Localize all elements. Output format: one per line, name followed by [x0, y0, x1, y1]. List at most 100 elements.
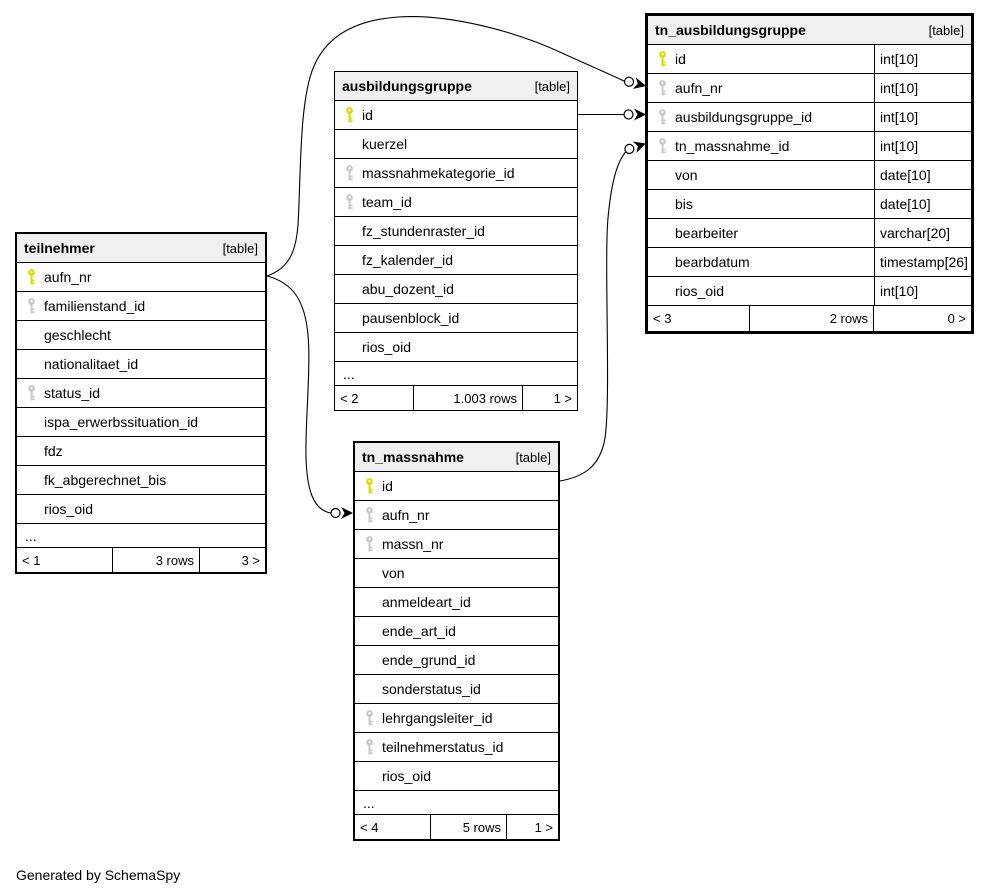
- column-name: rios_oid: [382, 768, 432, 784]
- column-name: bearbeiter: [675, 225, 739, 241]
- foreign-key-cell: [355, 709, 382, 727]
- foreign-key-icon: [366, 507, 373, 523]
- column-name: massn_nr: [382, 536, 444, 552]
- column-name: ispa_erwerbssituation_id: [44, 414, 199, 430]
- column-name: abu_dozent_id: [362, 281, 454, 297]
- table-title: ausbildungsgruppe: [342, 78, 472, 94]
- column-type: timestamp[26]: [874, 248, 971, 276]
- table-column-row: id: [335, 101, 577, 130]
- more-columns-ellipsis: ...: [335, 362, 577, 386]
- foreign-key-cell: [335, 193, 362, 211]
- table-column-row: ende_grund_id: [355, 646, 558, 675]
- column-type: date[10]: [874, 190, 971, 218]
- table-column-row: ispa_erwerbssituation_id: [17, 408, 265, 437]
- table-column-row: aufn_nr: [17, 263, 265, 292]
- table-type-badge: [table]: [928, 22, 964, 38]
- column-name: bearbdatum: [675, 254, 750, 270]
- foreign-key-cell: [355, 738, 382, 756]
- table-teilnehmer[interactable]: teilnehmer [table] aufn_nr familienstand_id…: [15, 232, 267, 574]
- footer-children-count: < 1: [17, 548, 113, 572]
- foreign-key-cell: [335, 164, 362, 182]
- table-column-row: bearbdatum timestamp[26]: [648, 248, 971, 277]
- column-name: fdz: [44, 443, 63, 459]
- table-header[interactable]: ausbildungsgruppe[table]: [335, 72, 577, 101]
- table-column-row: rios_oid: [355, 762, 558, 791]
- column-name: rios_oid: [362, 339, 412, 355]
- column-name: bis: [675, 196, 693, 212]
- table-title: tn_massnahme: [362, 449, 464, 465]
- table-column-row: fz_kalender_id: [335, 246, 577, 275]
- foreign-key-icon: [659, 138, 666, 154]
- column-name: lehrgangsleiter_id: [382, 710, 493, 726]
- primary-key-cell: [355, 477, 382, 495]
- footer-row-count: 5 rows: [431, 815, 507, 839]
- primary-key-cell: [648, 50, 675, 68]
- table-header[interactable]: tn_ausbildungsgruppe[table]: [648, 16, 971, 45]
- table-column-row: fk_abgerechnet_bis: [17, 466, 265, 495]
- table-column-row: bis date[10]: [648, 190, 971, 219]
- column-type: date[10]: [874, 161, 971, 189]
- foreign-key-icon: [366, 739, 373, 755]
- table-column-row: anmeldeart_id: [355, 588, 558, 617]
- more-columns-ellipsis: ...: [17, 524, 265, 548]
- table-column-row: status_id: [17, 379, 265, 408]
- foreign-key-cell: [648, 108, 675, 126]
- footer-children-count: < 3: [648, 306, 750, 331]
- crow-foot-connector: [623, 76, 646, 89]
- column-name: kuerzel: [362, 136, 408, 152]
- column-name: teilnehmerstatus_id: [382, 739, 504, 755]
- crow-foot-connector: [330, 507, 353, 519]
- column-name: pausenblock_id: [362, 310, 460, 326]
- column-type: varchar[20]: [874, 219, 971, 247]
- table-title: teilnehmer: [24, 240, 95, 256]
- column-name: von: [675, 167, 698, 183]
- footer-row-count: 3 rows: [113, 548, 200, 572]
- table-column-row: geschlecht: [17, 321, 265, 350]
- foreign-key-icon: [346, 194, 353, 210]
- column-name: geschlecht: [44, 327, 111, 343]
- table-column-row: bearbeiter varchar[20]: [648, 219, 971, 248]
- footer-children-count: < 4: [355, 815, 431, 839]
- table-header[interactable]: tn_massnahme[table]: [355, 443, 558, 472]
- column-name: von: [382, 565, 405, 581]
- column-type: int[10]: [874, 103, 971, 131]
- column-name: rios_oid: [675, 283, 725, 299]
- column-name: anmeldeart_id: [382, 594, 471, 610]
- table-column-row: rios_oid: [335, 333, 577, 362]
- column-type: int[10]: [874, 132, 971, 160]
- table-column-row: abu_dozent_id: [335, 275, 577, 304]
- table-column-row: lehrgangsleiter_id: [355, 704, 558, 733]
- foreign-key-cell: [17, 297, 44, 315]
- table-column-row: fz_stundenraster_id: [335, 217, 577, 246]
- column-type: int[10]: [874, 74, 971, 102]
- foreign-key-icon: [28, 298, 35, 314]
- column-name: sonderstatus_id: [382, 681, 481, 697]
- table-column-row: familienstand_id: [17, 292, 265, 321]
- table-column-row: von: [355, 559, 558, 588]
- table-type-badge: [table]: [222, 240, 258, 256]
- column-name: aufn_nr: [44, 269, 92, 285]
- primary-key-icon: [346, 107, 353, 123]
- table-column-row: ende_art_id: [355, 617, 558, 646]
- column-name: familienstand_id: [44, 298, 146, 314]
- column-name: fz_kalender_id: [362, 252, 454, 268]
- foreign-key-cell: [648, 137, 675, 155]
- footer-row-count: 1.003 rows: [414, 386, 523, 410]
- more-columns-ellipsis: ...: [355, 791, 558, 815]
- footer-children-count: < 2: [335, 386, 414, 410]
- table-column-row: fdz: [17, 437, 265, 466]
- column-name: fz_stundenraster_id: [362, 223, 485, 239]
- foreign-key-icon: [346, 165, 353, 181]
- relationship-line-tn_massnahme-tn_ausbildungsgruppe: [559, 151, 627, 482]
- table-header[interactable]: teilnehmer [table]: [17, 234, 265, 263]
- column-name: id: [675, 51, 686, 67]
- foreign-key-icon: [28, 385, 35, 401]
